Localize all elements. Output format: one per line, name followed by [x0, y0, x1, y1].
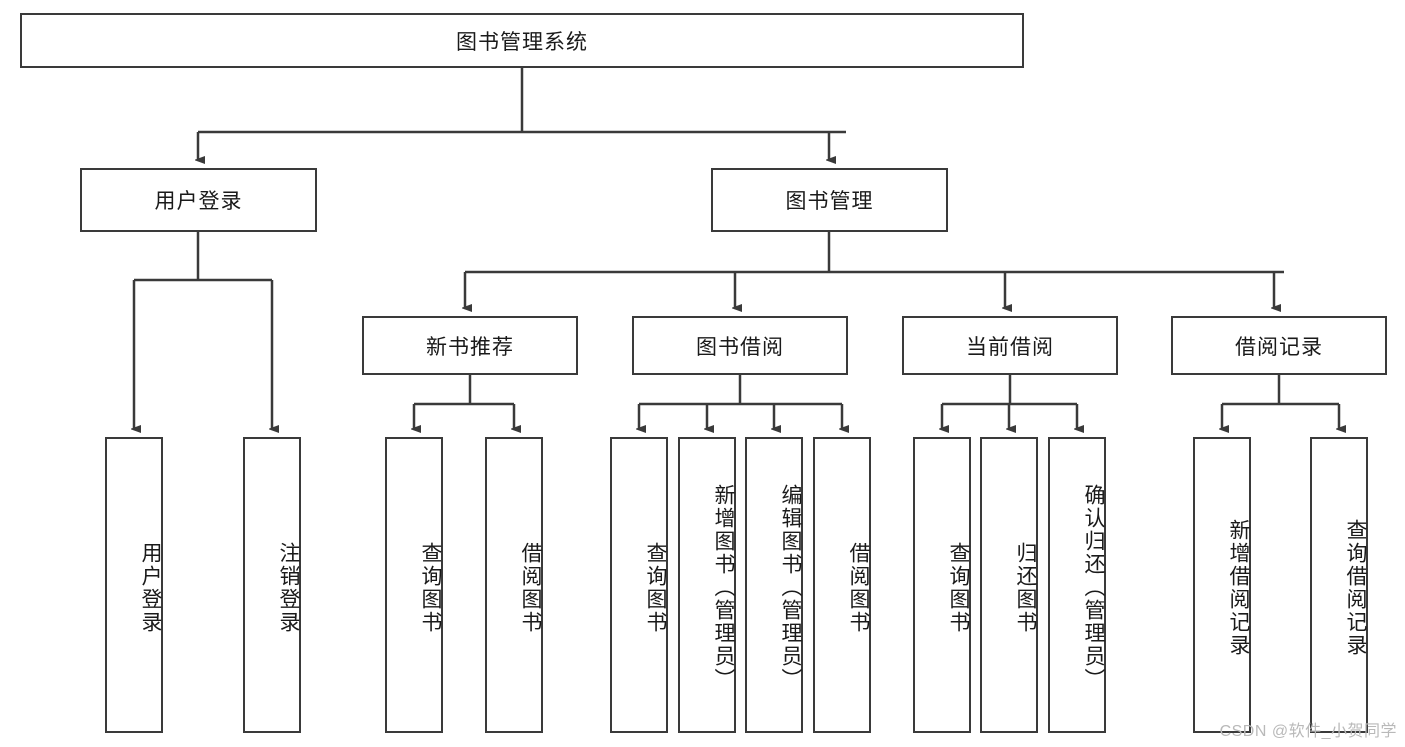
node-root[interactable]: 图书管理系统	[20, 13, 1024, 68]
node-leaf-edit-book[interactable]: 编辑图书（管理员）	[745, 437, 803, 733]
node-root-label: 图书管理系统	[456, 30, 588, 54]
node-current-borrow[interactable]: 当前借阅	[902, 316, 1118, 375]
node-leaf-query-book-2[interactable]: 查询图书	[610, 437, 668, 733]
node-book-borrow[interactable]: 图书借阅	[632, 316, 848, 375]
node-leaf-return-book[interactable]: 归还图书	[980, 437, 1038, 733]
node-leaf-borrow-book-1-label: 借阅图书	[519, 542, 542, 634]
node-leaf-borrow-book-2-label: 借阅图书	[847, 542, 870, 634]
node-leaf-add-book[interactable]: 新增图书（管理员）	[678, 437, 736, 733]
node-leaf-user-logout[interactable]: 注销登录	[243, 437, 301, 733]
node-borrow-record-label: 借阅记录	[1235, 335, 1323, 359]
node-leaf-query-book-1[interactable]: 查询图书	[385, 437, 443, 733]
node-leaf-user-logout-label: 注销登录	[277, 542, 300, 634]
node-leaf-query-book-3[interactable]: 查询图书	[913, 437, 971, 733]
node-leaf-add-book-label: 新增图书（管理员）	[712, 483, 735, 691]
node-user-login-label: 用户登录	[154, 190, 243, 213]
node-leaf-confirm-return-label: 确认归还（管理员）	[1082, 483, 1105, 691]
node-user-login[interactable]: 用户登录	[80, 168, 317, 232]
node-leaf-query-record[interactable]: 查询借阅记录	[1310, 437, 1368, 733]
node-leaf-query-book-3-label: 查询图书	[947, 542, 970, 634]
node-leaf-borrow-book-1[interactable]: 借阅图书	[485, 437, 543, 733]
node-leaf-edit-book-label: 编辑图书（管理员）	[779, 483, 802, 691]
node-leaf-add-record[interactable]: 新增借阅记录	[1193, 437, 1251, 733]
node-leaf-query-record-label: 查询借阅记录	[1344, 519, 1367, 657]
node-leaf-add-record-label: 新增借阅记录	[1227, 519, 1250, 657]
node-leaf-confirm-return[interactable]: 确认归还（管理员）	[1048, 437, 1106, 733]
node-leaf-query-book-2-label: 查询图书	[644, 542, 667, 634]
node-current-borrow-label: 当前借阅	[966, 335, 1054, 359]
node-new-book-rec-label: 新书推荐	[426, 335, 514, 359]
node-leaf-user-login-label: 用户登录	[139, 542, 162, 634]
node-borrow-record[interactable]: 借阅记录	[1171, 316, 1387, 375]
node-new-book-rec[interactable]: 新书推荐	[362, 316, 578, 375]
node-leaf-borrow-book-2[interactable]: 借阅图书	[813, 437, 871, 733]
node-book-manage-label: 图书管理	[785, 190, 874, 213]
node-book-borrow-label: 图书借阅	[696, 335, 784, 359]
csdn-watermark: CSDN @软件_小贺同学	[1219, 723, 1397, 740]
node-book-manage[interactable]: 图书管理	[711, 168, 948, 232]
node-leaf-return-book-label: 归还图书	[1014, 542, 1037, 634]
node-leaf-query-book-1-label: 查询图书	[419, 542, 442, 634]
node-leaf-user-login[interactable]: 用户登录	[105, 437, 163, 733]
